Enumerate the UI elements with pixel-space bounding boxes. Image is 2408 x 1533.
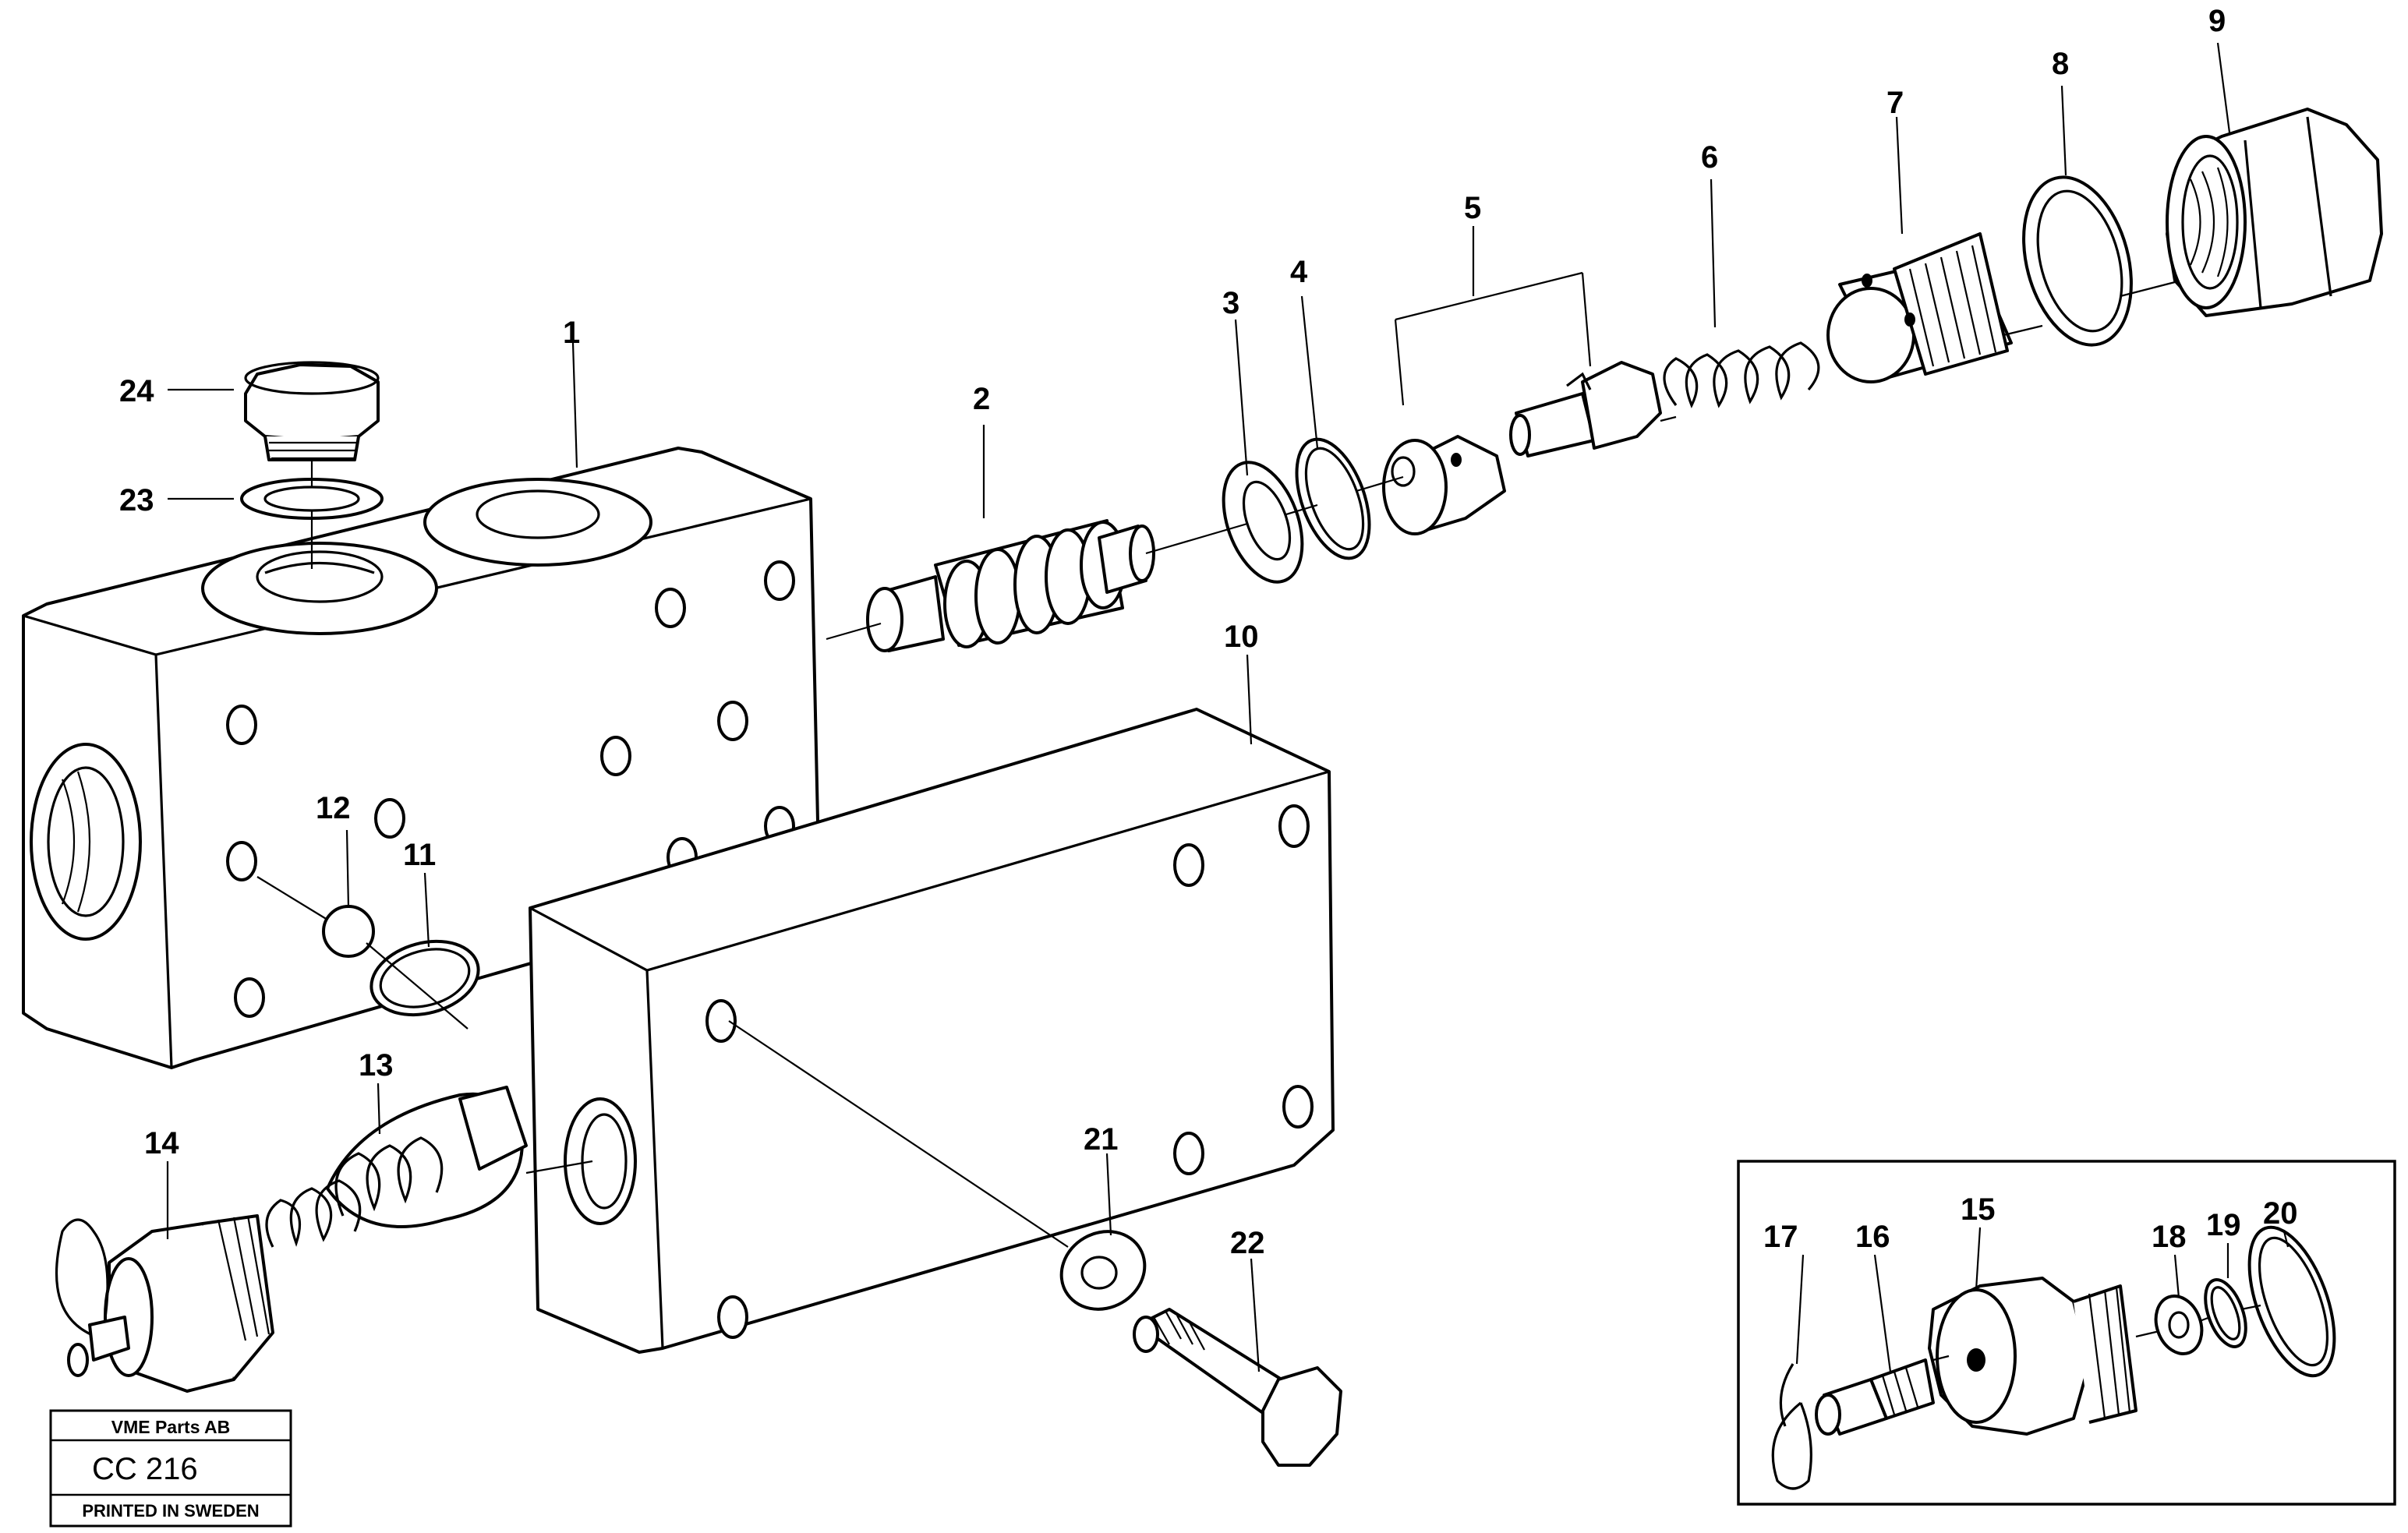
o-ring-part-11 [370,939,480,1017]
stamp-printed: PRINTED IN SWEDEN [82,1501,259,1521]
callout-2: 2 [973,382,990,416]
document-stamp: VME Parts AB CC 216 PRINTED IN SWEDEN [49,1409,292,1528]
cotter-pin-part-17 [1771,1363,1812,1490]
nut-part-9 [2166,108,2383,317]
callout-7: 7 [1886,86,1904,120]
spool-part-2 [866,519,1155,652]
bolt-part-22 [1133,1308,1342,1467]
callout-14: 14 [144,1126,179,1160]
insert-axis-line [525,1160,593,1174]
washer-part-21 [1059,1230,1147,1311]
nut-part-15 [1928,1277,2137,1436]
callout-21: 21 [1084,1122,1119,1157]
callout-3: 3 [1222,286,1239,320]
block-holes [705,804,1314,1339]
callout-24: 24 [119,374,154,408]
callout-19: 19 [2206,1208,2241,1242]
seal-ring-part-20 [2247,1225,2336,1378]
callout-1: 1 [563,316,580,350]
callout-12: 12 [316,791,351,825]
leader-lines [166,42,2290,1372]
ball-part-12 [322,905,375,958]
plug-part-24 [244,361,380,461]
callout-8: 8 [2052,47,2069,81]
callout-18: 18 [2152,1220,2187,1254]
callout-11: 11 [403,838,436,872]
callout-6: 6 [1701,140,1718,175]
seal-ring-part-8 [2022,175,2133,347]
assembly-axis-line [826,281,2176,641]
detail-inset [1737,1160,2396,1506]
callout-labels: 1 2 3 4 5 6 7 8 9 10 11 12 13 14 15 16 1… [119,4,2298,1260]
plug-part-14 [104,1214,274,1393]
callout-22: 22 [1230,1226,1265,1260]
callout-4: 4 [1290,255,1308,289]
callout-5: 5 [1464,191,1481,225]
cotter-pin-part-14 [55,1218,130,1377]
washer-part-3 [1222,461,1304,584]
callout-23: 23 [119,483,154,517]
housing-holes [226,560,795,1018]
stamp-code: CC 216 [92,1452,198,1486]
valve-block-part-10 [529,708,1335,1354]
stamp-company: VME Parts AB [111,1417,231,1437]
bolt-axis-line [728,1020,1069,1248]
pin-part-16 [1815,1358,1935,1436]
callout-10: 10 [1224,620,1259,654]
callout-16: 16 [1855,1220,1890,1254]
callout-13: 13 [359,1048,394,1083]
o-ring-part-19 [2204,1278,2247,1348]
valve-insert-part-13 [265,1086,528,1248]
callout-20: 20 [2263,1196,2298,1231]
spring-part-6 [1663,341,1820,408]
callout-15: 15 [1961,1192,1996,1227]
ball-axis-line [256,876,469,1030]
callout-9: 9 [2208,4,2226,38]
adapter-part-7 [1826,232,2013,383]
inset-axis-line [1932,1304,2261,1362]
washer-part-18 [2154,1295,2204,1355]
valve-cone-part-5 [1382,361,1662,535]
callout-17: 17 [1763,1220,1798,1254]
